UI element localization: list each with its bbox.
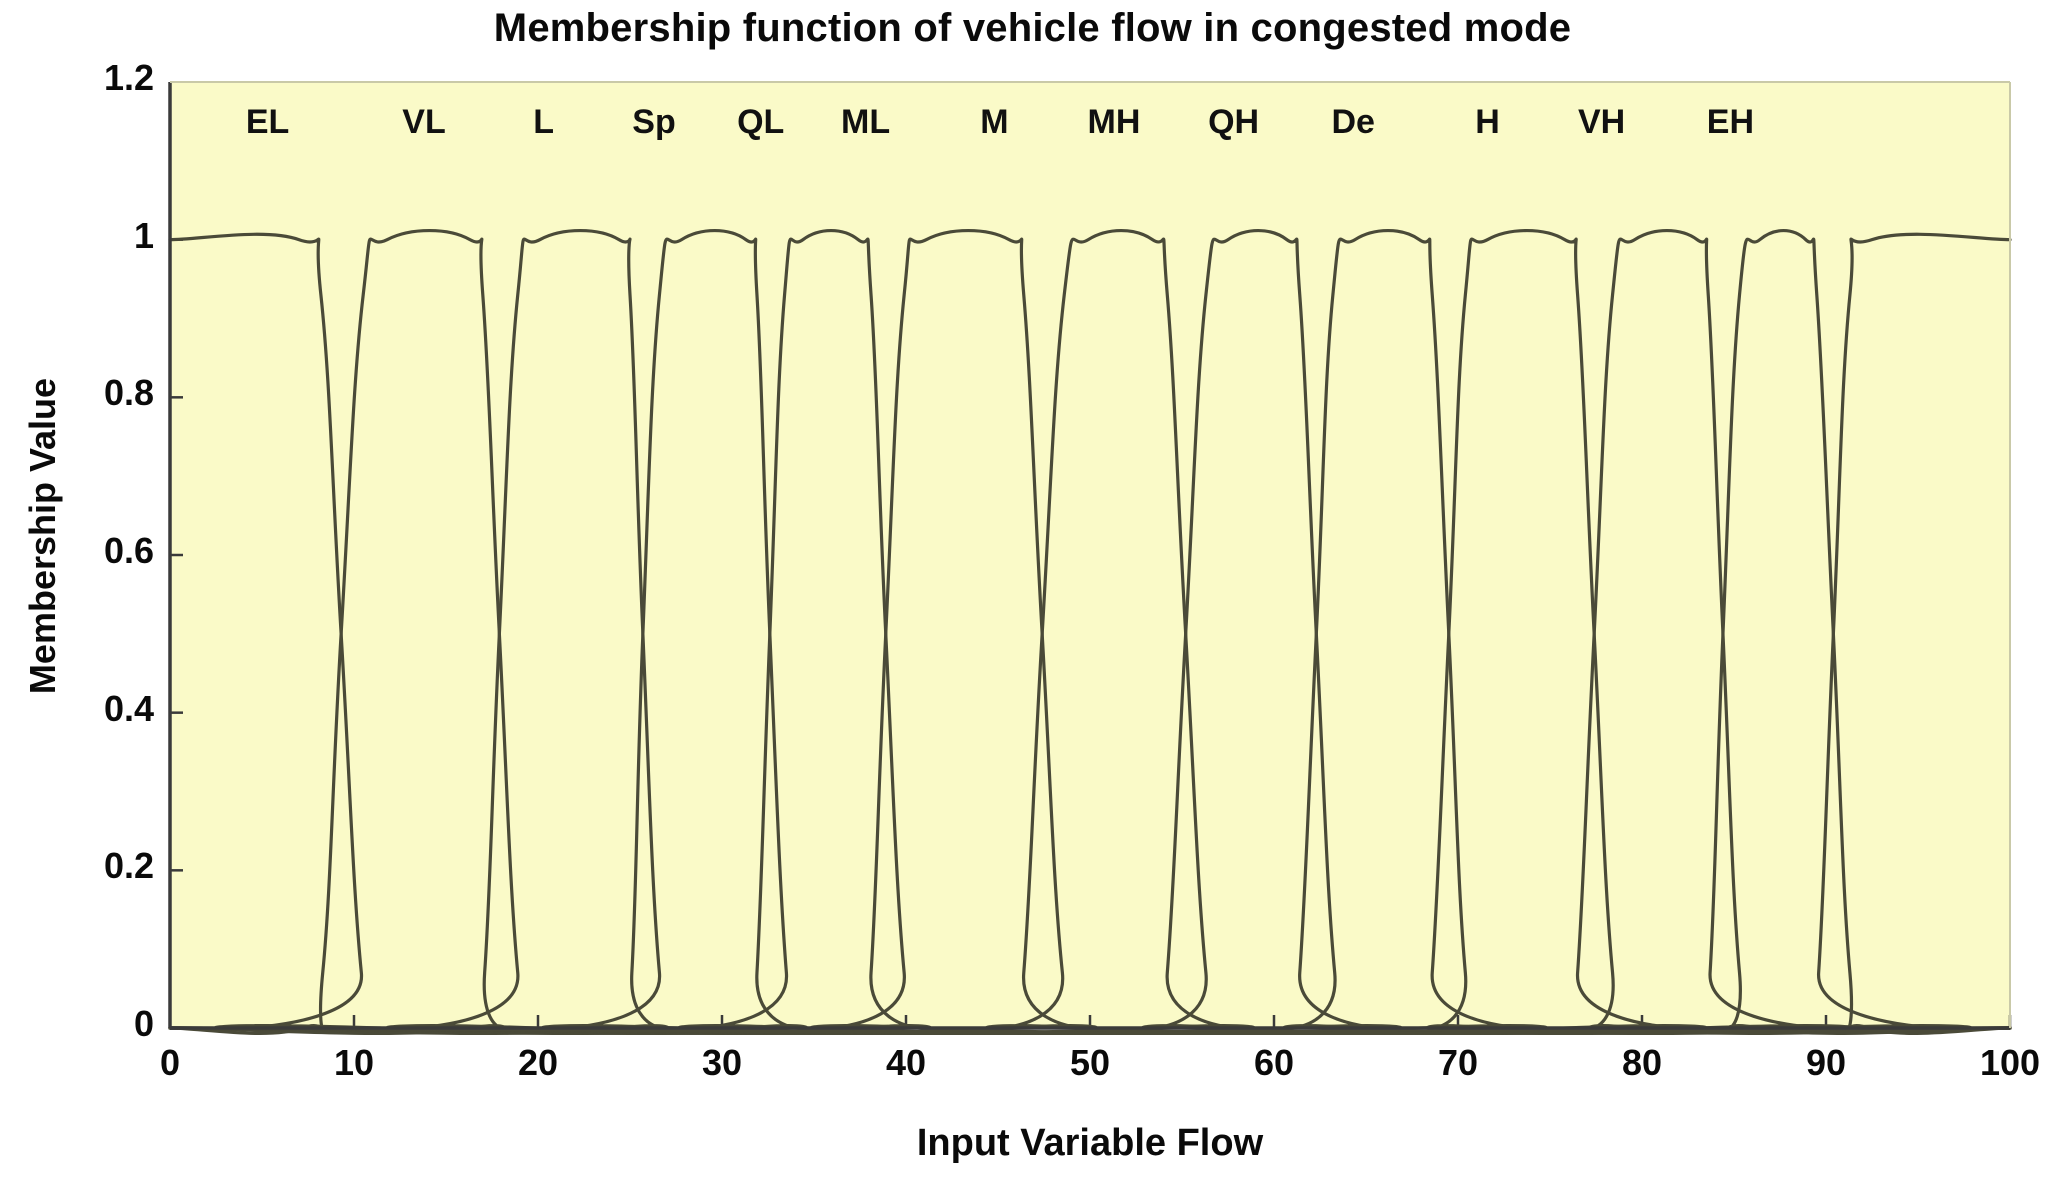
y-tick-label: 0.6	[103, 530, 154, 571]
mf-label-EH: EH	[1706, 103, 1754, 141]
y-tick-label: 0.8	[103, 372, 154, 414]
x-tick-label: 10	[333, 1042, 375, 1083]
x-tick-label: 30	[701, 1042, 743, 1083]
y-tick-label: 0.4	[103, 687, 154, 729]
y-tick-label: 1.2	[103, 57, 154, 98]
x-axis-label: Input Variable Flow	[916, 1122, 1264, 1164]
y-tick-label: 0	[133, 1003, 154, 1044]
mf-label-VL: VL	[402, 103, 446, 141]
x-tick-label: 40	[885, 1042, 927, 1083]
y-tick-label: 1	[133, 214, 154, 256]
x-tick-label: 0	[159, 1042, 181, 1083]
x-tick-label: 50	[1069, 1042, 1111, 1083]
membership-curve-QH	[168, 229, 2012, 1035]
x-tick-label: 90	[1805, 1042, 1847, 1083]
x-tick-label: 80	[1621, 1042, 1663, 1083]
chart-title: Membership function of vehicle flow in c…	[493, 6, 1572, 50]
y-tick-label: 0.2	[103, 845, 154, 887]
mf-label-VH: VH	[1577, 103, 1626, 141]
mf-label-M: M	[980, 103, 1009, 141]
mf-label-QL: QL	[737, 103, 785, 141]
axis-lines	[168, 81, 2011, 1030]
mf-label-Sp: Sp	[632, 103, 676, 141]
mf-label-MH: MH	[1087, 103, 1141, 141]
x-tick-label: 70	[1437, 1042, 1479, 1083]
mf-label-De: De	[1331, 103, 1375, 141]
mf-label-H: H	[1475, 103, 1500, 141]
x-tick-label: 100	[1979, 1042, 2041, 1083]
mf-label-QH: QH	[1208, 103, 1260, 141]
x-tick-label: 60	[1253, 1042, 1295, 1083]
mf-label-L: L	[533, 103, 554, 141]
mf-label-EL: EL	[245, 103, 290, 141]
x-tick-label: 20	[517, 1042, 559, 1083]
mf-label-ML: ML	[841, 103, 891, 141]
membership-curve-EH	[168, 232, 2012, 1035]
